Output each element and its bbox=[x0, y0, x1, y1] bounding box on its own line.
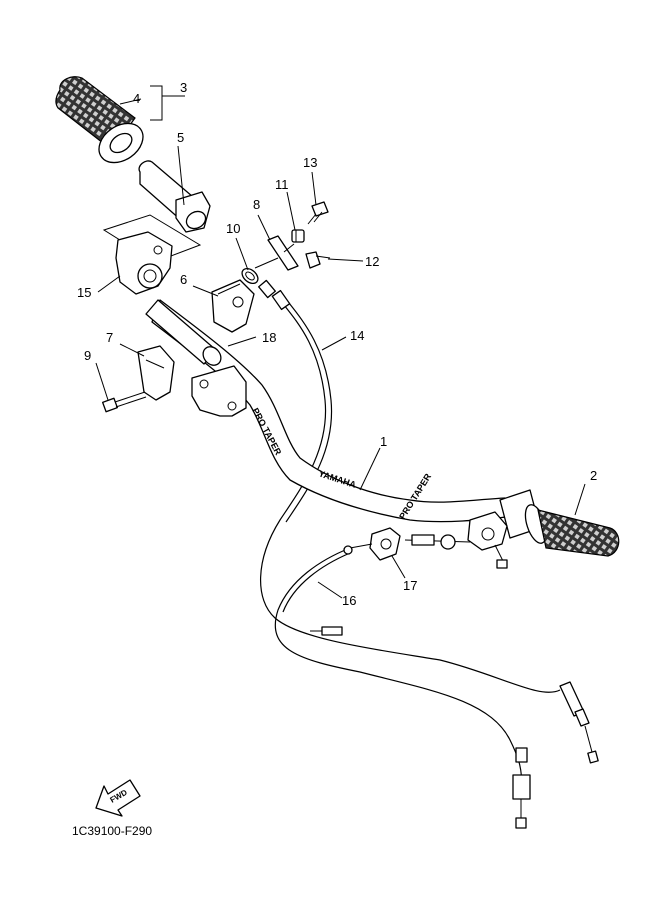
callout-17: 17 bbox=[403, 578, 417, 593]
throttle-housing-15 bbox=[102, 214, 202, 295]
handlebar-mount-left bbox=[191, 365, 247, 417]
callout-labels: 1 2 3 4 5 6 7 8 9 10 11 12 13 14 15 16 1… bbox=[77, 80, 597, 608]
callout-3: 3 bbox=[180, 80, 187, 95]
throttle-tube-18 bbox=[145, 299, 222, 366]
cable-top-fitting bbox=[271, 289, 291, 311]
callout-12: 12 bbox=[365, 254, 379, 269]
bolt-9 bbox=[102, 391, 147, 413]
throttle-cap-6 bbox=[211, 279, 255, 333]
callout-18: 18 bbox=[262, 330, 276, 345]
screw-12 bbox=[305, 251, 331, 269]
callout-11: 11 bbox=[275, 177, 289, 192]
lower-cover-7 bbox=[137, 345, 175, 401]
cable-adjuster bbox=[404, 534, 471, 550]
callout-6: 6 bbox=[180, 272, 187, 287]
nut-11 bbox=[291, 229, 305, 243]
callout-8: 8 bbox=[253, 197, 260, 212]
callout-4: 4 bbox=[133, 91, 140, 106]
throttle-cable-16 bbox=[274, 547, 523, 791]
throttle-grip-5 bbox=[138, 160, 211, 233]
grip-right-2 bbox=[499, 489, 620, 557]
grip-left-4 bbox=[55, 76, 144, 164]
callout-7: 7 bbox=[106, 330, 113, 345]
screw-13 bbox=[307, 201, 329, 225]
figure-code: 1C39100-F290 bbox=[72, 824, 152, 838]
cable-end-right bbox=[559, 681, 599, 764]
cable-end-lower bbox=[512, 747, 531, 829]
callout-16: 16 bbox=[342, 593, 356, 608]
callout-10: 10 bbox=[226, 221, 240, 236]
callout-1: 1 bbox=[380, 434, 387, 449]
cable-joint-10 bbox=[241, 257, 279, 299]
callout-2: 2 bbox=[590, 468, 597, 483]
callout-5: 5 bbox=[177, 130, 184, 145]
connector-17 bbox=[343, 527, 401, 561]
callout-15: 15 bbox=[77, 285, 91, 300]
right-bracket bbox=[467, 511, 508, 569]
callout-13: 13 bbox=[303, 155, 317, 170]
callout-14: 14 bbox=[350, 328, 364, 343]
callout-9: 9 bbox=[84, 348, 91, 363]
bracket-8 bbox=[267, 235, 299, 271]
throttle-cable-14 bbox=[259, 302, 561, 693]
leader-lines bbox=[95, 85, 586, 599]
cable-end-upper bbox=[310, 626, 343, 636]
fwd-arrow-icon: FWD bbox=[95, 779, 141, 817]
